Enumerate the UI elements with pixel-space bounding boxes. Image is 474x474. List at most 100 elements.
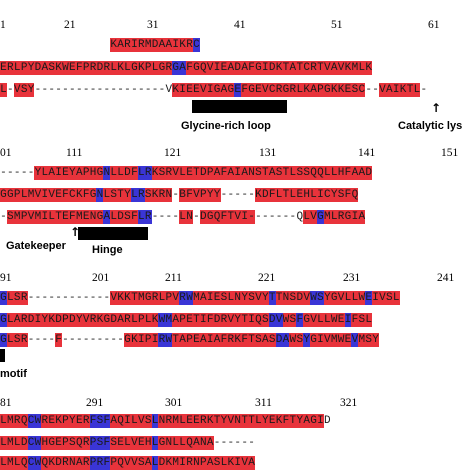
residue: - bbox=[124, 84, 131, 96]
residue: E bbox=[192, 333, 200, 347]
residue: S bbox=[358, 313, 366, 327]
residue: Y bbox=[303, 333, 311, 347]
residue: D bbox=[324, 415, 331, 427]
residue bbox=[248, 38, 255, 52]
residue: E bbox=[254, 83, 262, 97]
residue: L bbox=[0, 414, 7, 428]
residue: M bbox=[351, 61, 359, 75]
residue: V bbox=[110, 291, 118, 305]
residue: - bbox=[275, 211, 283, 223]
residue: D bbox=[158, 456, 166, 470]
residue: F bbox=[241, 83, 249, 97]
residue: E bbox=[55, 436, 63, 450]
residue: L bbox=[137, 166, 145, 180]
residue: M bbox=[192, 291, 200, 305]
residue: R bbox=[124, 38, 131, 52]
residue: R bbox=[82, 414, 90, 428]
residue bbox=[338, 38, 345, 52]
residue bbox=[296, 38, 303, 52]
residue: F bbox=[68, 210, 76, 224]
residue: L bbox=[110, 210, 118, 224]
residue: K bbox=[117, 61, 125, 75]
residue: - bbox=[110, 84, 117, 96]
residue: - bbox=[96, 334, 104, 346]
residue bbox=[90, 38, 97, 52]
residue: T bbox=[268, 291, 276, 305]
residue: K bbox=[337, 83, 345, 97]
residue: D bbox=[296, 291, 304, 305]
residue: Y bbox=[372, 333, 379, 347]
residue: D bbox=[151, 38, 159, 52]
residue: P bbox=[89, 456, 97, 470]
residue: P bbox=[316, 83, 324, 97]
residue: M bbox=[330, 333, 338, 347]
residue: - bbox=[248, 437, 255, 449]
tick: 01 bbox=[0, 147, 12, 159]
residue: E bbox=[192, 414, 200, 428]
residue: V bbox=[137, 414, 145, 428]
residue: V bbox=[27, 210, 35, 224]
residue: F bbox=[206, 313, 214, 327]
residue: R bbox=[186, 456, 193, 470]
residue: A bbox=[213, 166, 221, 180]
residue: A bbox=[48, 166, 56, 180]
residue: F bbox=[55, 333, 63, 347]
residue: A bbox=[103, 210, 111, 224]
residue: K bbox=[151, 188, 159, 202]
residue: D bbox=[20, 436, 28, 450]
residue: V bbox=[199, 83, 207, 97]
residue: K bbox=[206, 414, 214, 428]
residue: I bbox=[392, 83, 400, 97]
residue: - bbox=[96, 84, 104, 96]
residue: S bbox=[289, 313, 297, 327]
residue: S bbox=[289, 291, 297, 305]
residue: F bbox=[248, 61, 255, 75]
residue: D bbox=[275, 333, 283, 347]
residue: L bbox=[358, 61, 366, 75]
residue: - bbox=[420, 84, 428, 96]
residue: H bbox=[303, 188, 311, 202]
residue: L bbox=[110, 61, 118, 75]
residue: N bbox=[165, 188, 173, 202]
sequence-row: GGPLMVIVEFCKFGNLSTYLRSKRN-BFVPYY-----KDF… bbox=[0, 188, 474, 202]
tick: 121 bbox=[164, 147, 182, 159]
residue: E bbox=[344, 83, 352, 97]
residue bbox=[317, 38, 324, 52]
residue: - bbox=[89, 84, 97, 96]
residue: Y bbox=[68, 414, 76, 428]
residue: L bbox=[117, 166, 125, 180]
residue: F bbox=[103, 436, 111, 450]
residue: V bbox=[227, 414, 235, 428]
residue: - bbox=[268, 211, 276, 223]
residue: F bbox=[130, 210, 138, 224]
residue: A bbox=[110, 414, 118, 428]
residue: R bbox=[124, 313, 131, 327]
residue: R bbox=[103, 61, 111, 75]
residue: A bbox=[165, 38, 173, 52]
tick: 211 bbox=[165, 272, 182, 284]
residue: A bbox=[261, 333, 269, 347]
residue: F bbox=[296, 313, 304, 327]
residue: T bbox=[282, 61, 290, 75]
residue bbox=[331, 38, 338, 52]
residue: P bbox=[144, 61, 152, 75]
residue: G bbox=[310, 414, 317, 428]
residue: L bbox=[151, 414, 159, 428]
residue: V bbox=[227, 313, 235, 327]
residue: C bbox=[323, 188, 331, 202]
residue: Y bbox=[241, 291, 249, 305]
residue: I bbox=[248, 313, 255, 327]
residue: L bbox=[351, 291, 359, 305]
residue: V bbox=[378, 291, 386, 305]
sequence-row: GLSR----F---------GKIPIRWTAPEAIAFRKFTSAS… bbox=[0, 333, 474, 347]
tick: 151 bbox=[441, 147, 459, 159]
residue: L bbox=[303, 210, 311, 224]
residue: I bbox=[241, 210, 249, 224]
residue: M bbox=[75, 210, 83, 224]
residue: F bbox=[186, 61, 193, 75]
residue: - bbox=[48, 334, 55, 346]
residue: D bbox=[234, 61, 242, 75]
residue: - bbox=[241, 437, 248, 449]
residue: S bbox=[220, 291, 228, 305]
residue: Y bbox=[261, 291, 269, 305]
